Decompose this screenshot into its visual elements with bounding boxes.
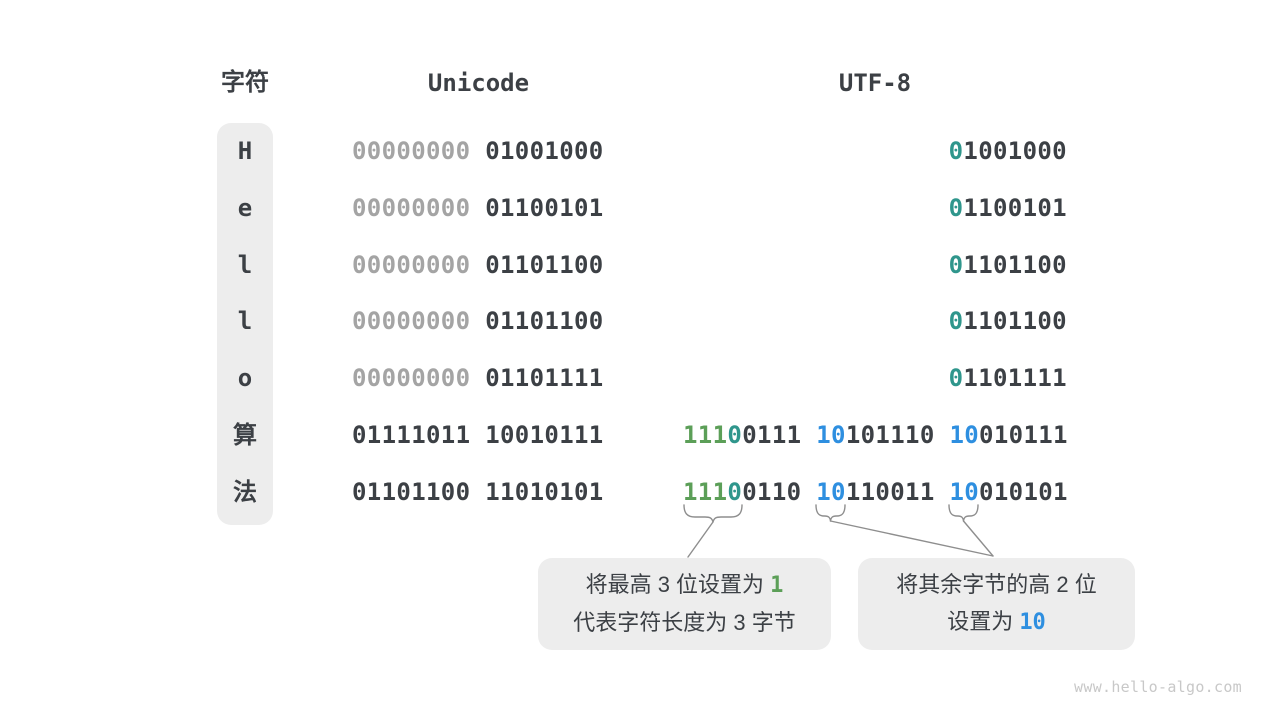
unicode-binary: 00000000 01101100 — [352, 250, 604, 280]
binary-segment: 10 — [949, 421, 980, 449]
annotation-leading-byte: 将最高 3 位设置为 1 代表字符长度为 3 字节 — [538, 558, 831, 650]
character-cell: e — [237, 194, 253, 222]
annotation-continuation-byte: 将其余字节的高 2 位设置为 10 — [858, 558, 1135, 650]
unicode-binary: 00000000 01001000 — [352, 136, 604, 166]
annotation-text: 将最高 3 位设置为 — [585, 572, 771, 597]
binary-segment: 10 — [949, 478, 980, 506]
utf8-binary: 01101100 — [683, 306, 1067, 336]
binary-segment: 1101100 — [963, 307, 1067, 335]
connector-line-continuation-second — [962, 520, 994, 557]
character-cell: o — [237, 364, 253, 392]
binary-segment: 1001000 — [963, 137, 1067, 165]
binary-segment: 1101111 — [963, 364, 1067, 392]
binary-segment: 0 — [727, 421, 743, 449]
utf8-binary: 01101111 — [683, 363, 1067, 393]
binary-segment: 0 — [948, 137, 964, 165]
annotation-highlight: 1 — [770, 573, 784, 598]
binary-segment: 0 — [948, 364, 964, 392]
binary-segment: 1101100 — [963, 251, 1067, 279]
character-column-panel — [217, 123, 273, 525]
binary-segment: 0111 — [742, 421, 817, 449]
unicode-binary: 01101100 11010101 — [352, 477, 604, 507]
annotation-line: 设置为 10 — [947, 607, 1046, 638]
binary-segment: 101110 — [845, 421, 950, 449]
annotation-line: 将其余字节的高 2 位 — [896, 570, 1096, 600]
character-cell: l — [237, 251, 253, 279]
watermark: www.hello-algo.com — [1074, 678, 1242, 696]
utf8-binary: 01001000 — [683, 136, 1067, 166]
unicode-binary: 00000000 01101100 — [352, 306, 604, 336]
binary-segment: 00000000 — [352, 137, 486, 165]
binary-segment: 01100101 — [485, 194, 604, 222]
connector-line-leading-byte — [687, 521, 714, 558]
binary-segment: 00000000 — [352, 364, 486, 392]
binary-segment: 10 — [816, 478, 846, 506]
character-cell: 算 — [233, 421, 257, 449]
column-header-unicode: Unicode — [427, 69, 530, 97]
binary-segment: 111 — [683, 478, 728, 506]
character-cell: l — [237, 307, 253, 335]
binary-segment: 0 — [948, 307, 964, 335]
annotation-line: 代表字符长度为 3 字节 — [573, 608, 795, 638]
utf8-binary: 11100111 10101110 10010111 — [683, 420, 1067, 450]
annotation-text: 代表字符长度为 3 字节 — [573, 610, 796, 635]
binary-segment: 010111 — [979, 421, 1068, 449]
binary-segment: 0 — [948, 251, 964, 279]
column-header-character: 字符 — [221, 69, 269, 96]
binary-segment: 01101100 — [485, 251, 604, 279]
binary-segment: 00000000 — [352, 251, 486, 279]
binary-segment: 10 — [816, 421, 846, 449]
utf8-binary: 01100101 — [683, 193, 1067, 223]
annotation-text: 将其余字节的高 2 位 — [896, 572, 1097, 597]
binary-segment: 01101100 — [485, 307, 604, 335]
binary-segment: 0110 — [742, 478, 817, 506]
underbrace-10-first-icon — [815, 504, 846, 522]
annotation-text: 设置为 — [947, 609, 1020, 634]
column-header-utf8: UTF-8 — [838, 69, 912, 97]
annotation-highlight: 10 — [1019, 610, 1046, 635]
binary-segment: 01101111 — [485, 364, 604, 392]
binary-segment: 010101 — [979, 478, 1068, 506]
character-cell: H — [237, 137, 253, 165]
binary-segment: 1100101 — [963, 194, 1067, 222]
character-cell: 法 — [233, 478, 257, 506]
binary-segment: 110011 — [845, 478, 950, 506]
binary-segment: 01001000 — [485, 137, 604, 165]
binary-segment: 01111011 10010111 — [352, 421, 604, 449]
unicode-binary: 00000000 01100101 — [352, 193, 604, 223]
underbrace-10-second-icon — [948, 504, 979, 522]
utf8-binary: 11100110 10110011 10010101 — [683, 477, 1067, 507]
underbrace-1110-icon — [683, 504, 743, 523]
binary-segment: 0 — [948, 194, 964, 222]
binary-segment: 0 — [727, 478, 743, 506]
binary-segment: 00000000 — [352, 194, 486, 222]
unicode-binary: 01111011 10010111 — [352, 420, 604, 450]
annotation-line: 将最高 3 位设置为 1 — [586, 570, 784, 601]
binary-segment: 01101100 11010101 — [352, 478, 604, 506]
binary-segment: 111 — [683, 421, 728, 449]
utf8-binary: 01101100 — [683, 250, 1067, 280]
unicode-binary: 00000000 01101111 — [352, 363, 604, 393]
binary-segment: 00000000 — [352, 307, 486, 335]
connector-line-continuation-first — [829, 520, 994, 557]
